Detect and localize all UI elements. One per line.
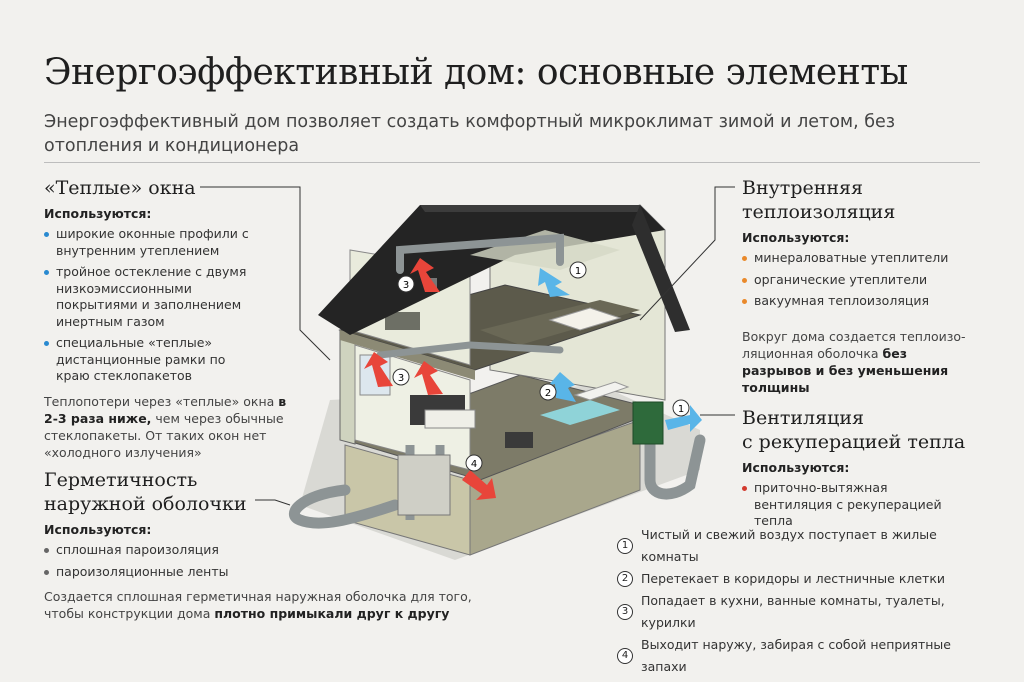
envelope-list: сплошная пароизоляция пароизоляционные л… (44, 542, 514, 580)
windows-note: Теплопотери через «теплые» окна в 2-3 ра… (44, 393, 287, 460)
list-item: тройное остекление с двумя низкоэмиссион… (44, 264, 254, 330)
windows-used-label: Используются: (44, 206, 152, 221)
svg-text:1: 1 (678, 404, 684, 415)
svg-text:3: 3 (398, 373, 404, 384)
list-item: широкие оконные профили с внутренним уте… (44, 226, 254, 259)
envelope-section: Герметичность наружной оболочки Использу… (44, 468, 514, 622)
windows-section: «Теплые» окна Используются: широкие окон… (44, 176, 286, 461)
svg-text:3: 3 (403, 280, 409, 291)
ventilation-used-label: Используются: (742, 460, 850, 475)
insulation-section: Внутренняя теплоизоляция Используются: м… (742, 176, 982, 396)
ventilation-list: приточно-вытяжная вентиляция с рекуперац… (742, 480, 952, 530)
insulation-title-line2: теплоизоляция (742, 201, 896, 223)
svg-text:1: 1 (575, 266, 581, 277)
diagram-marker-4: 4 (465, 454, 483, 472)
title-divider (44, 162, 980, 163)
list-item: приточно-вытяжная вентиляция с рекуперац… (742, 480, 952, 530)
diagram-marker-3b: 3 (392, 368, 410, 386)
legend-number: 3 (617, 604, 633, 620)
ventilation-title-line1: Вентиляция (742, 407, 864, 429)
ventilation-title-line2: с рекуперацией тепла (742, 431, 966, 453)
windows-list: широкие оконные профили с внутренним уте… (44, 226, 254, 385)
legend-number: 2 (617, 571, 633, 587)
legend-number: 4 (617, 648, 633, 664)
insulation-note: Вокруг дома создается теплоизо-ляционная… (742, 328, 966, 395)
page-title: Энергоэффективный дом: основные элементы (44, 52, 908, 93)
diagram-marker-1b: 1 (672, 399, 690, 417)
windows-title: «Теплые» окна (44, 177, 196, 199)
envelope-title-line1: Герметичность (44, 469, 198, 491)
envelope-note: Создается сплошная герметичная наружная … (44, 589, 472, 621)
svg-text:4: 4 (471, 459, 477, 470)
diagram-marker-3a: 3 (397, 275, 415, 293)
insulation-used-label: Используются: (742, 230, 850, 245)
list-item: вакуумная теплоизоляция (742, 293, 982, 310)
list-item: пароизоляционные ленты (44, 564, 514, 581)
insulation-title-line1: Внутренняя (742, 177, 864, 199)
list-item: сплошная пароизоляция (44, 542, 514, 559)
envelope-used-label: Используются: (44, 522, 152, 537)
svg-text:2: 2 (545, 388, 551, 399)
legend-number: 1 (617, 538, 633, 554)
list-item: органические утеплители (742, 272, 982, 289)
list-item: специальные «теплые» дистанционные рамки… (44, 335, 254, 385)
page-subtitle: Энергоэффективный дом позволяет создать … (44, 112, 896, 156)
list-item: минераловатные утеплители (742, 250, 982, 267)
diagram-marker-2: 2 (539, 383, 557, 401)
diagram-marker-1a: 1 (569, 261, 587, 279)
ventilation-section: Вентиляция с рекуперацией тепла Использу… (742, 406, 982, 530)
insulation-list: минераловатные утеплители органические у… (742, 250, 982, 310)
envelope-title-line2: наружной оболочки (44, 493, 247, 515)
